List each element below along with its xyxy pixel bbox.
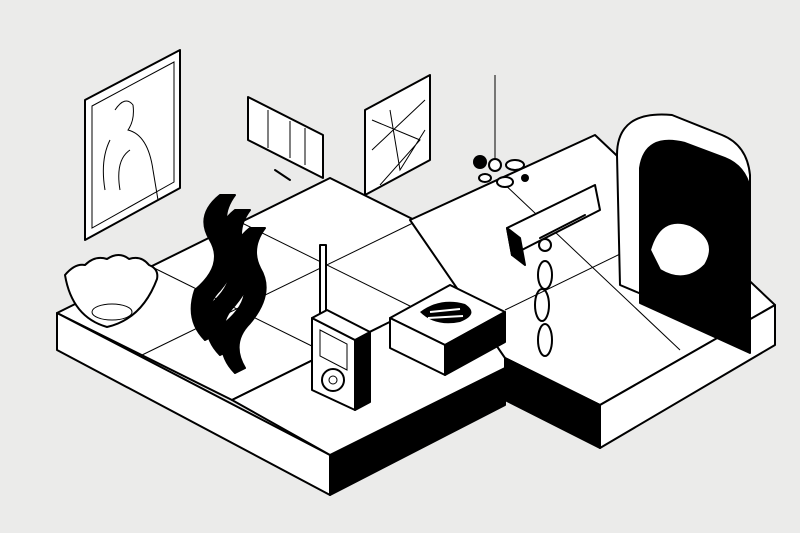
radio xyxy=(311,244,371,411)
tray-box xyxy=(389,284,506,376)
crumpled-bowl xyxy=(64,254,159,328)
arched-mirror-cabinet xyxy=(616,113,751,354)
pendant-lamp xyxy=(473,75,529,188)
wavy-panels xyxy=(190,194,267,374)
geometric-frame xyxy=(364,74,431,196)
screen-artwork xyxy=(247,96,324,181)
wall-hook xyxy=(506,184,601,266)
chain xyxy=(534,260,553,357)
framed-portrait xyxy=(84,49,181,241)
